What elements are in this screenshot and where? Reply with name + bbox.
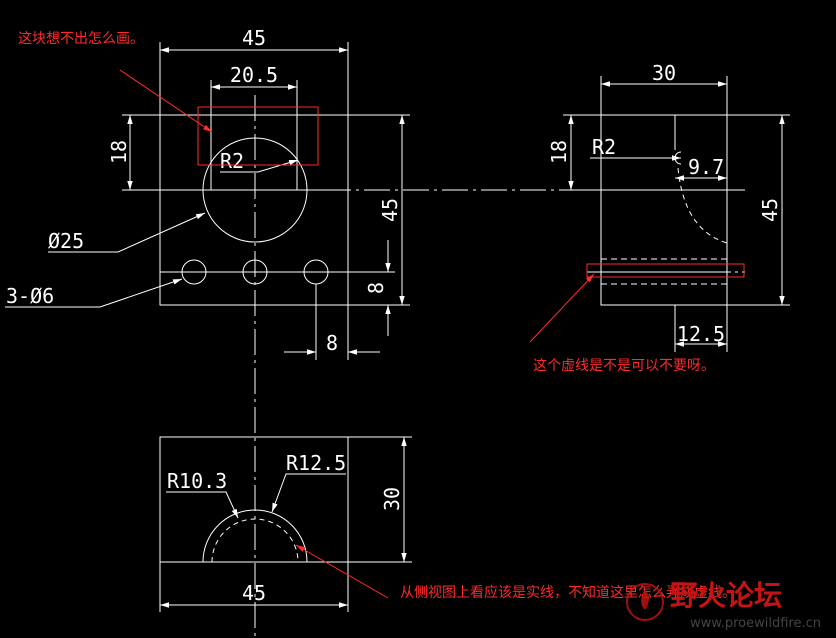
side-hidden-arc bbox=[677, 167, 728, 244]
markup-notes: 这块想不出怎么画。 这个虚线是不是可以不要呀。 从侧视图上看应该是实线，不知道这… bbox=[18, 30, 736, 601]
leader-r10-3 bbox=[166, 491, 239, 519]
leader-holes bbox=[5, 278, 183, 308]
inner-arc bbox=[211, 518, 299, 563]
markup-arrow-top bbox=[295, 544, 389, 599]
leader-r2 bbox=[220, 159, 299, 173]
top-outline bbox=[159, 436, 349, 563]
markup bbox=[119, 69, 745, 599]
label-front-radius: R2 bbox=[220, 149, 244, 173]
note-side: 这个虚线是不是可以不要呀。 bbox=[533, 357, 715, 374]
label-holes: 3-Ø6 bbox=[6, 284, 54, 308]
watermark: 野火论坛 www.proewildfire.cn bbox=[626, 579, 821, 631]
dim-front-hole-offset: 8 bbox=[326, 331, 338, 355]
dim-top-height: 30 bbox=[380, 487, 404, 511]
top-view-text: 45 30 R10.3 R12.5 bbox=[167, 451, 404, 605]
dim-front-width: 45 bbox=[242, 26, 266, 50]
leader-bore bbox=[48, 212, 206, 253]
dim-front-bottom-offset: 8 bbox=[364, 282, 388, 294]
side-outline bbox=[600, 114, 728, 306]
markup-box-side bbox=[586, 263, 745, 278]
dim-front-top-height: 18 bbox=[107, 140, 131, 164]
front-view bbox=[5, 42, 745, 638]
dim-side-height: 45 bbox=[758, 198, 782, 222]
front-outline bbox=[159, 114, 349, 306]
side-view-text: 30 18 45 9.7 12.5 R2 bbox=[547, 61, 782, 346]
watermark-brand: 野火论坛 bbox=[670, 579, 782, 612]
label-outer-radius: R12.5 bbox=[286, 451, 346, 475]
watermark-logo-icon bbox=[626, 583, 664, 621]
dim-side-width: 30 bbox=[652, 61, 676, 85]
markup-box-front bbox=[197, 106, 319, 166]
note-front: 这块想不出怎么画。 bbox=[18, 30, 144, 47]
top-view bbox=[159, 436, 412, 612]
dim-front-height: 45 bbox=[378, 198, 402, 222]
label-side-radius: R2 bbox=[592, 135, 616, 159]
dim-top-width: 45 bbox=[242, 581, 266, 605]
watermark-flame-icon bbox=[641, 590, 649, 610]
markup-arrow-front bbox=[119, 69, 213, 133]
leader-r12-5 bbox=[271, 473, 346, 513]
dim-side-bottom: 12.5 bbox=[677, 322, 725, 346]
front-view-text: 45 20.5 18 45 8 8 R2 Ø25 3-Ø6 bbox=[6, 26, 402, 355]
dim-front-slot: 20.5 bbox=[230, 63, 278, 87]
watermark-url: www.proewildfire.cn bbox=[690, 616, 821, 631]
label-bore: Ø25 bbox=[48, 229, 84, 253]
outer-arc bbox=[202, 509, 308, 563]
side-view bbox=[563, 76, 790, 352]
label-inner-radius: R10.3 bbox=[167, 469, 227, 493]
dim-side-offset: 9.7 bbox=[688, 155, 724, 179]
hole-left bbox=[181, 259, 207, 285]
dim-side-top-height: 18 bbox=[547, 140, 571, 164]
note-top: 从侧视图上看应该是实线，不知道这里怎么弄成虚线。 bbox=[400, 584, 736, 601]
markup-arrow-side bbox=[529, 273, 595, 343]
